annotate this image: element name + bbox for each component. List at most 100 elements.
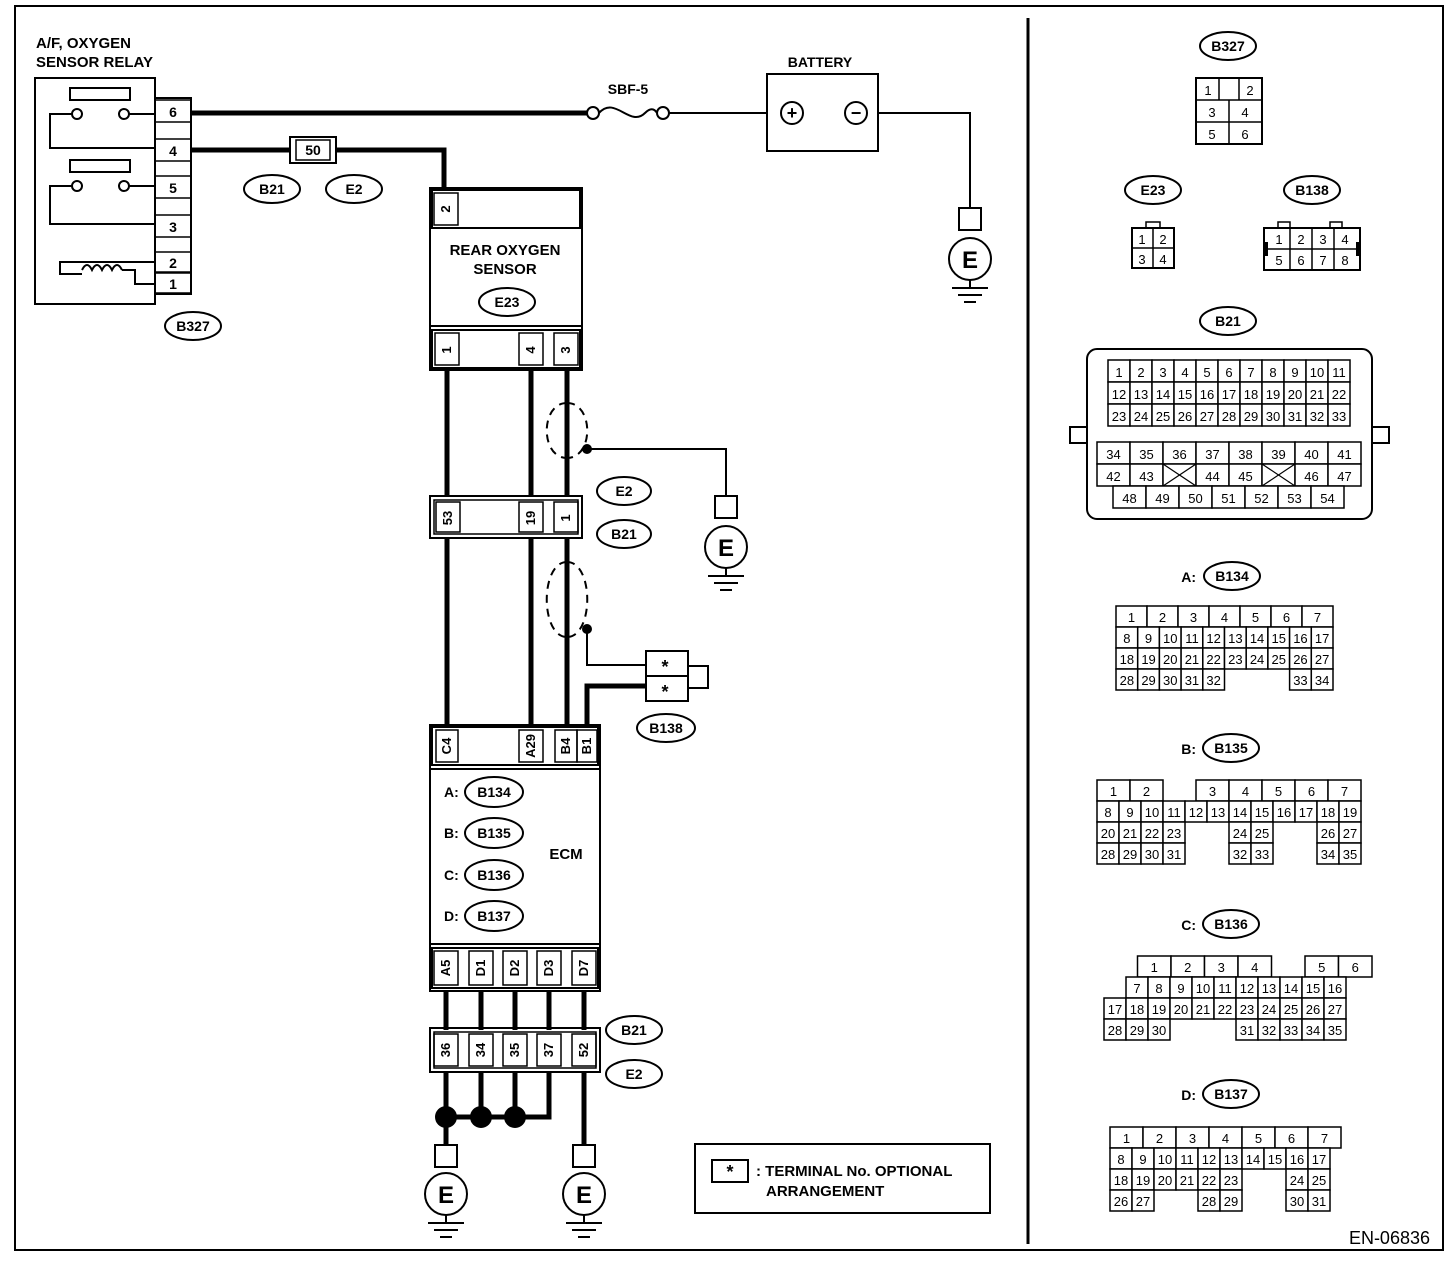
pin-label: 20 [1288, 387, 1302, 402]
view-b135-prefix: B: [1181, 741, 1196, 757]
pin-label: 3 [1190, 610, 1197, 625]
diagram-id: EN-06836 [1349, 1228, 1430, 1248]
pin-label: 17 [1315, 631, 1329, 646]
view-b138-name: B138 [1295, 182, 1329, 198]
pin-label: 6 [1225, 365, 1232, 380]
b138-pin: 8 [1341, 253, 1348, 268]
pin-label: 20 [1101, 826, 1115, 841]
pin-cell [1162, 842, 1186, 865]
pin-label: 29 [1123, 847, 1137, 862]
pin-label: 19 [1266, 387, 1280, 402]
pin-label: 22 [1202, 1173, 1216, 1188]
pin-label: 12 [1240, 981, 1254, 996]
pin-cell [1147, 1018, 1171, 1041]
pin-label: 9 [1177, 981, 1184, 996]
view-b327: B327 1 2 3 4 5 6 [1195, 31, 1263, 145]
pin-label: 6 [1352, 960, 1359, 975]
battery-minus: − [851, 103, 862, 123]
bottom-tag-b: E2 [625, 1066, 642, 1082]
b138-pin: 1 [1275, 232, 1282, 247]
pin-label: 14 [1246, 1152, 1260, 1167]
ecm-pin-d7: D7 [576, 960, 591, 977]
bottom-pin-35: 35 [507, 1043, 522, 1057]
pin-label: 2 [1184, 960, 1191, 975]
pin-label: 6 [1288, 1131, 1295, 1146]
relay-pin-4: 4 [169, 143, 177, 159]
pin-label: 31 [1185, 673, 1199, 688]
pin-label: 21 [1185, 652, 1199, 667]
view-b134-prefix: A: [1181, 569, 1196, 585]
pin-label: 10 [1196, 981, 1210, 996]
e23-pin: 4 [1159, 252, 1166, 267]
pin-label: 34 [1321, 847, 1335, 862]
pin-label: 28 [1120, 673, 1134, 688]
pin-label: 9 [1126, 805, 1133, 820]
pin-label: 12 [1202, 1152, 1216, 1167]
ground-bottom-right: E [562, 1144, 606, 1238]
ground-battery: E [948, 207, 992, 303]
pin-label: 25 [1312, 1173, 1326, 1188]
pin-label: 25 [1156, 409, 1170, 424]
pin-label: 38 [1238, 447, 1252, 462]
view-e23: E23 1 2 3 4 [1124, 175, 1182, 269]
pin-label: 22 [1218, 1002, 1232, 1017]
ecm-pin-d2: D2 [507, 960, 522, 977]
legend-box: * : TERMINAL No. OPTIONAL ARRANGEMENT [694, 1143, 991, 1214]
pin-label: 47 [1337, 469, 1351, 484]
pin-label: 22 [1145, 826, 1159, 841]
joint-pin: 50 [305, 142, 321, 158]
pin-label: 14 [1284, 981, 1298, 996]
pin-label: 34 [1306, 1023, 1320, 1038]
pin-label: 8 [1155, 981, 1162, 996]
bottom-tag-a: B21 [621, 1022, 647, 1038]
wire-battery-ground [878, 112, 971, 208]
pin-label: 31 [1312, 1194, 1326, 1209]
ecm-conn-d-name: B137 [477, 908, 511, 924]
view-b135-name: B135 [1214, 740, 1248, 756]
pin-label: 2 [1143, 784, 1150, 799]
pin-label: 32 [1233, 847, 1247, 862]
pin-label: 23 [1240, 1002, 1254, 1017]
relay-connector-tag: B327 [176, 318, 210, 334]
pin-label: 15 [1268, 1152, 1282, 1167]
pin-label: 23 [1224, 1173, 1238, 1188]
ecm-conn-a-prefix: A: [444, 784, 459, 800]
b138-pin: 6 [1297, 253, 1304, 268]
pin-label: 5 [1318, 960, 1325, 975]
ground-label: E [576, 1182, 592, 1209]
pin-label: 29 [1224, 1194, 1238, 1209]
pin-label: 16 [1328, 981, 1342, 996]
pin-label: 40 [1304, 447, 1318, 462]
pin-label: 1 [1115, 365, 1122, 380]
pin-label: 14 [1233, 805, 1247, 820]
mid-pin-53: 53 [440, 511, 455, 525]
pin-label: 26 [1321, 826, 1335, 841]
pin-label: 17 [1299, 805, 1313, 820]
pin-label: 22 [1332, 387, 1346, 402]
pin-label: 33 [1255, 847, 1269, 862]
view-b136-prefix: C: [1181, 917, 1196, 933]
bottom-connector: 36 34 35 37 52 B21 E2 [429, 1015, 663, 1089]
b327-pin: 3 [1208, 105, 1215, 120]
pin-label: 20 [1163, 652, 1177, 667]
bottom-pin-36: 36 [438, 1043, 453, 1057]
pin-label: 43 [1139, 469, 1153, 484]
pin-label: 27 [1343, 826, 1357, 841]
pin-label: 2 [1156, 1131, 1163, 1146]
view-b134-name: B134 [1215, 568, 1249, 584]
pin-label: 3 [1209, 784, 1216, 799]
pin-label: 28 [1222, 409, 1236, 424]
b138-pin: 7 [1319, 253, 1326, 268]
pin-label: 54 [1320, 491, 1334, 506]
battery-plus: + [787, 103, 798, 123]
b327-pin: 5 [1208, 127, 1215, 142]
pin-label: 15 [1272, 631, 1286, 646]
pin-label: 44 [1205, 469, 1219, 484]
pin-label: 1 [1110, 784, 1117, 799]
pin-label: 18 [1114, 1173, 1128, 1188]
pin-label: 12 [1189, 805, 1203, 820]
b138-pin: 3 [1319, 232, 1326, 247]
pin-label: 26 [1114, 1194, 1128, 1209]
view-b21-name: B21 [1215, 313, 1241, 329]
